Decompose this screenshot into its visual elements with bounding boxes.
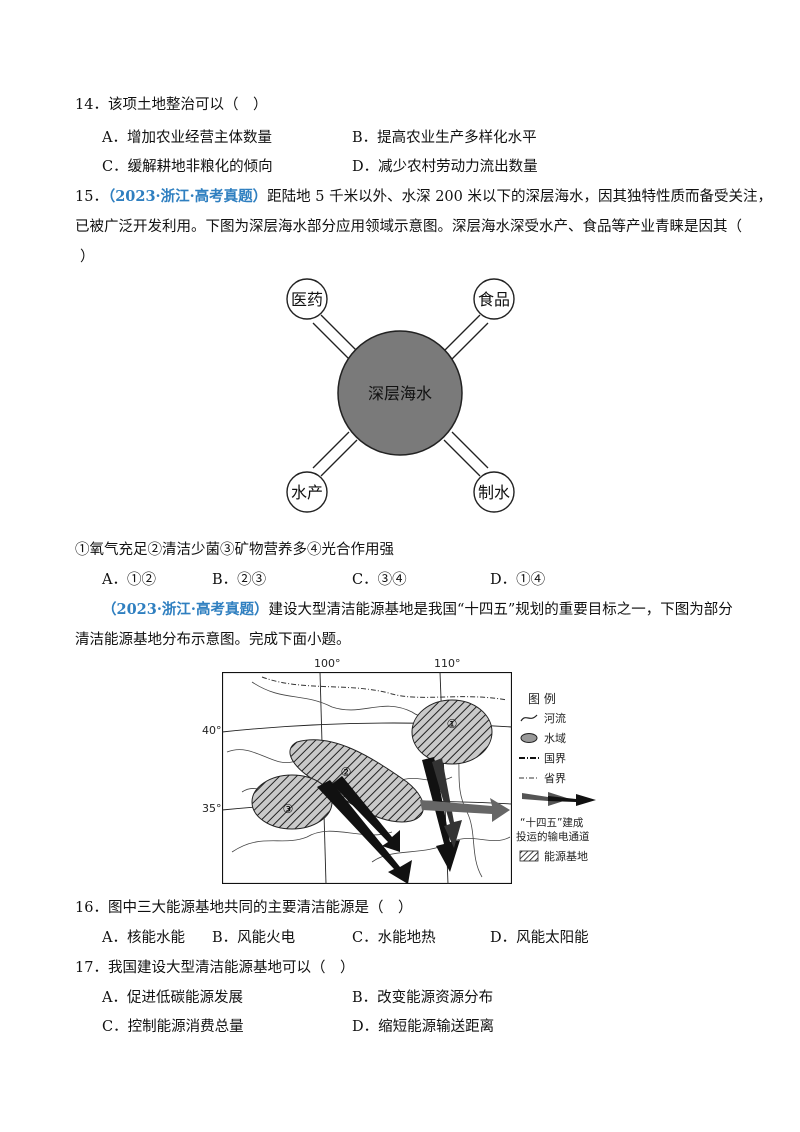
q15-option-b[interactable]: B．②③	[212, 572, 267, 588]
label-bottom-right: 制水	[478, 483, 510, 502]
latitude-40-label: 40°	[202, 724, 222, 737]
q17-option-a[interactable]: A．促进低碳能源发展	[102, 990, 243, 1006]
q15-stem-line3: ）	[80, 249, 95, 265]
base-1-label: ①	[447, 717, 458, 731]
deep-sea-water-diagram: 深层海水 医药 食品 水产 制水	[286, 278, 515, 513]
latitude-35-label: 35°	[202, 802, 222, 815]
q15-source-tag: （2023·浙江·高考真题）	[107, 188, 268, 205]
longitude-110-label: 110°	[434, 657, 461, 670]
intro-text: 建设大型清洁能源基地是我国“十四五”规划的重要目标之一，下图为部分	[268, 602, 733, 618]
center-circle	[337, 330, 463, 456]
q14-option-a[interactable]: A．增加农业经营主体数量	[102, 130, 272, 146]
legend-province-label: 省界	[544, 772, 566, 785]
q15-option-d[interactable]: D．①④	[490, 572, 546, 588]
intro-line1: （2023·浙江·高考真题）建设大型清洁能源基地是我国“十四五”规划的重要目标之…	[102, 600, 733, 620]
q15-stem-line2: 已被广泛开发利用。下图为深层海水部分应用领域示意图。深层海水深受水产、食品等产业…	[75, 219, 742, 235]
q15-stem-line1: 15．（2023·浙江·高考真题）距陆地 5 千米以外、水深 200 米以下的深…	[75, 187, 772, 207]
transmission-arrows	[317, 757, 510, 884]
node-top-left	[286, 278, 328, 320]
node-bottom-right	[473, 471, 515, 513]
legend-water-label: 水域	[544, 732, 566, 745]
node-bottom-left	[286, 471, 328, 513]
q16-stem: 16．图中三大能源基地共同的主要清洁能源是（ ）	[75, 900, 413, 916]
base-3-label: ③	[283, 802, 294, 816]
legend-river: 河流	[518, 710, 566, 726]
label-top-right: 食品	[478, 290, 510, 309]
q15-option-c[interactable]: C．③④	[352, 572, 407, 588]
q14-option-c[interactable]: C．缓解耕地非粮化的倾向	[102, 159, 273, 175]
q16-option-a[interactable]: A．核能水能	[102, 930, 185, 946]
province-border-icon	[519, 777, 539, 779]
energy-base-2	[289, 739, 424, 823]
q17-option-c[interactable]: C．控制能源消费总量	[102, 1019, 244, 1035]
q15-statements: ①氧气充足②清洁少菌③矿物营养多④光合作用强	[75, 542, 394, 558]
energy-base-1	[411, 699, 493, 765]
q14-option-b[interactable]: B．提高农业生产多样化水平	[352, 130, 537, 146]
legend-base-label: 能源基地	[544, 850, 588, 863]
center-label: 深层海水	[368, 384, 432, 403]
label-bottom-left: 水产	[291, 483, 323, 502]
intro-source-tag: （2023·浙江·高考真题）	[102, 601, 269, 618]
legend-river-label: 河流	[544, 712, 566, 725]
q16-option-c[interactable]: C．水能地热	[352, 930, 436, 946]
q14-stem: 14．该项土地整治可以（ ）	[75, 97, 268, 113]
national-border-icon	[519, 757, 539, 759]
longitude-100-label: 100°	[314, 657, 341, 670]
energy-base-map: ① ② ③	[222, 672, 512, 884]
energy-base-icon	[519, 850, 539, 862]
river-icon	[520, 714, 538, 722]
q15-option-a[interactable]: A．①②	[102, 572, 156, 588]
label-top-left: 医药	[291, 290, 323, 309]
transmission-arrow-icon	[522, 792, 596, 806]
legend-channel-line2: 投运的输电通道	[516, 830, 590, 843]
legend-title: 图 例	[528, 691, 556, 706]
base-2-label: ②	[341, 765, 352, 779]
q17-option-d[interactable]: D．缩短能源输送距离	[352, 1019, 495, 1035]
q14-option-d[interactable]: D．减少农村劳动力流出数量	[352, 159, 538, 175]
legend-border: 国界	[518, 750, 566, 766]
q17-option-b[interactable]: B．改变能源资源分布	[352, 990, 494, 1006]
node-top-right	[473, 278, 515, 320]
legend-border-label: 国界	[544, 752, 566, 765]
q17-stem: 17．我国建设大型清洁能源基地可以（ ）	[75, 960, 355, 976]
q15-number: 15．	[75, 189, 108, 205]
legend-water: 水域	[518, 730, 566, 746]
water-icon	[520, 733, 538, 743]
q16-option-d[interactable]: D．风能太阳能	[490, 930, 589, 946]
q15-stem-text: 距陆地 5 千米以外、水深 200 米以下的深层海水，因其独特性质而备受关注，	[267, 189, 772, 205]
legend-channel-line1: “十四五”建成	[520, 816, 584, 829]
legend-base: 能源基地	[518, 848, 588, 864]
intro-line2: 清洁能源基地分布示意图。完成下面小题。	[75, 632, 351, 648]
q16-option-b[interactable]: B．风能火电	[212, 930, 296, 946]
legend-channel-symbol	[518, 790, 600, 806]
legend-province: 省界	[518, 770, 566, 786]
